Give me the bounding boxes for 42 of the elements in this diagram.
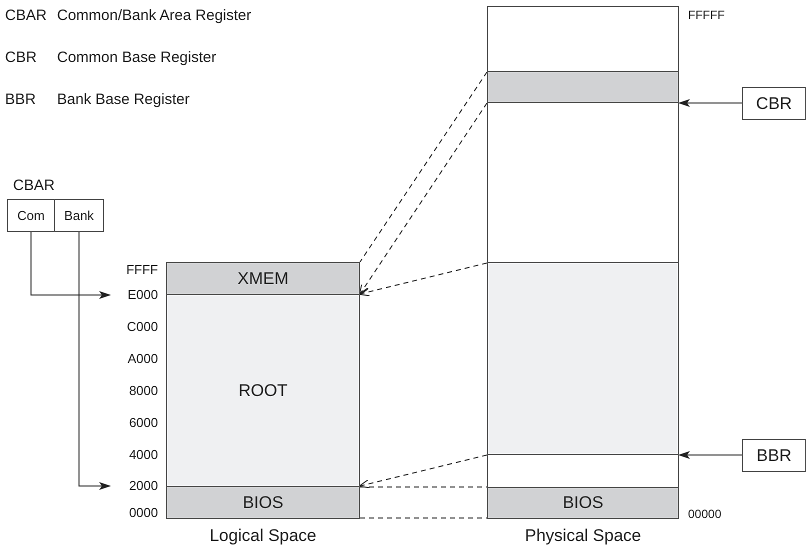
address-label: 2000 <box>129 478 158 494</box>
register-cell: Bank <box>54 199 104 232</box>
register-description: Common Base Register <box>57 50 216 66</box>
memory-block <box>487 71 679 103</box>
register-description: Common/Bank Area Register <box>57 8 252 24</box>
memory-block <box>487 6 679 72</box>
address-label: E000 <box>128 287 158 303</box>
address-label: FFFFF <box>688 7 725 23</box>
abbreviation: CBR <box>5 50 37 66</box>
address-label: 6000 <box>129 415 158 431</box>
memory-segment: BIOS <box>166 486 360 519</box>
mapping-line <box>360 486 488 488</box>
register-box: BBR <box>742 439 806 472</box>
space-caption: Logical Space <box>210 528 316 544</box>
arrow <box>678 99 742 107</box>
abbreviation: BBR <box>5 92 36 108</box>
address-label: 0000 <box>129 505 158 521</box>
address-label: 4000 <box>129 447 158 463</box>
register-box: CBR <box>742 87 806 120</box>
register-name: CBAR <box>13 178 55 194</box>
arrow <box>78 232 111 490</box>
memory-segment: XMEM <box>166 262 360 295</box>
address-label: 8000 <box>129 383 158 399</box>
mapping-line <box>358 102 488 296</box>
arrow <box>678 451 742 459</box>
arrow <box>30 232 111 299</box>
address-label: A000 <box>128 351 158 367</box>
memory-block <box>487 262 679 455</box>
memory-segment: BIOS <box>487 487 679 519</box>
mapping-line <box>358 454 488 488</box>
address-label: 00000 <box>688 506 722 522</box>
abbreviation: CBAR <box>5 8 47 24</box>
memory-block <box>487 454 679 488</box>
register-cell: Com <box>7 199 55 232</box>
mapping-line <box>358 262 488 296</box>
address-label: C000 <box>126 319 158 335</box>
memory-block <box>487 102 679 263</box>
space-caption: Physical Space <box>524 528 642 544</box>
mapping-line <box>360 72 488 262</box>
address-label: FFFF <box>126 262 158 278</box>
register-description: Bank Base Register <box>57 92 190 108</box>
memory-segment: ROOT <box>166 294 360 487</box>
